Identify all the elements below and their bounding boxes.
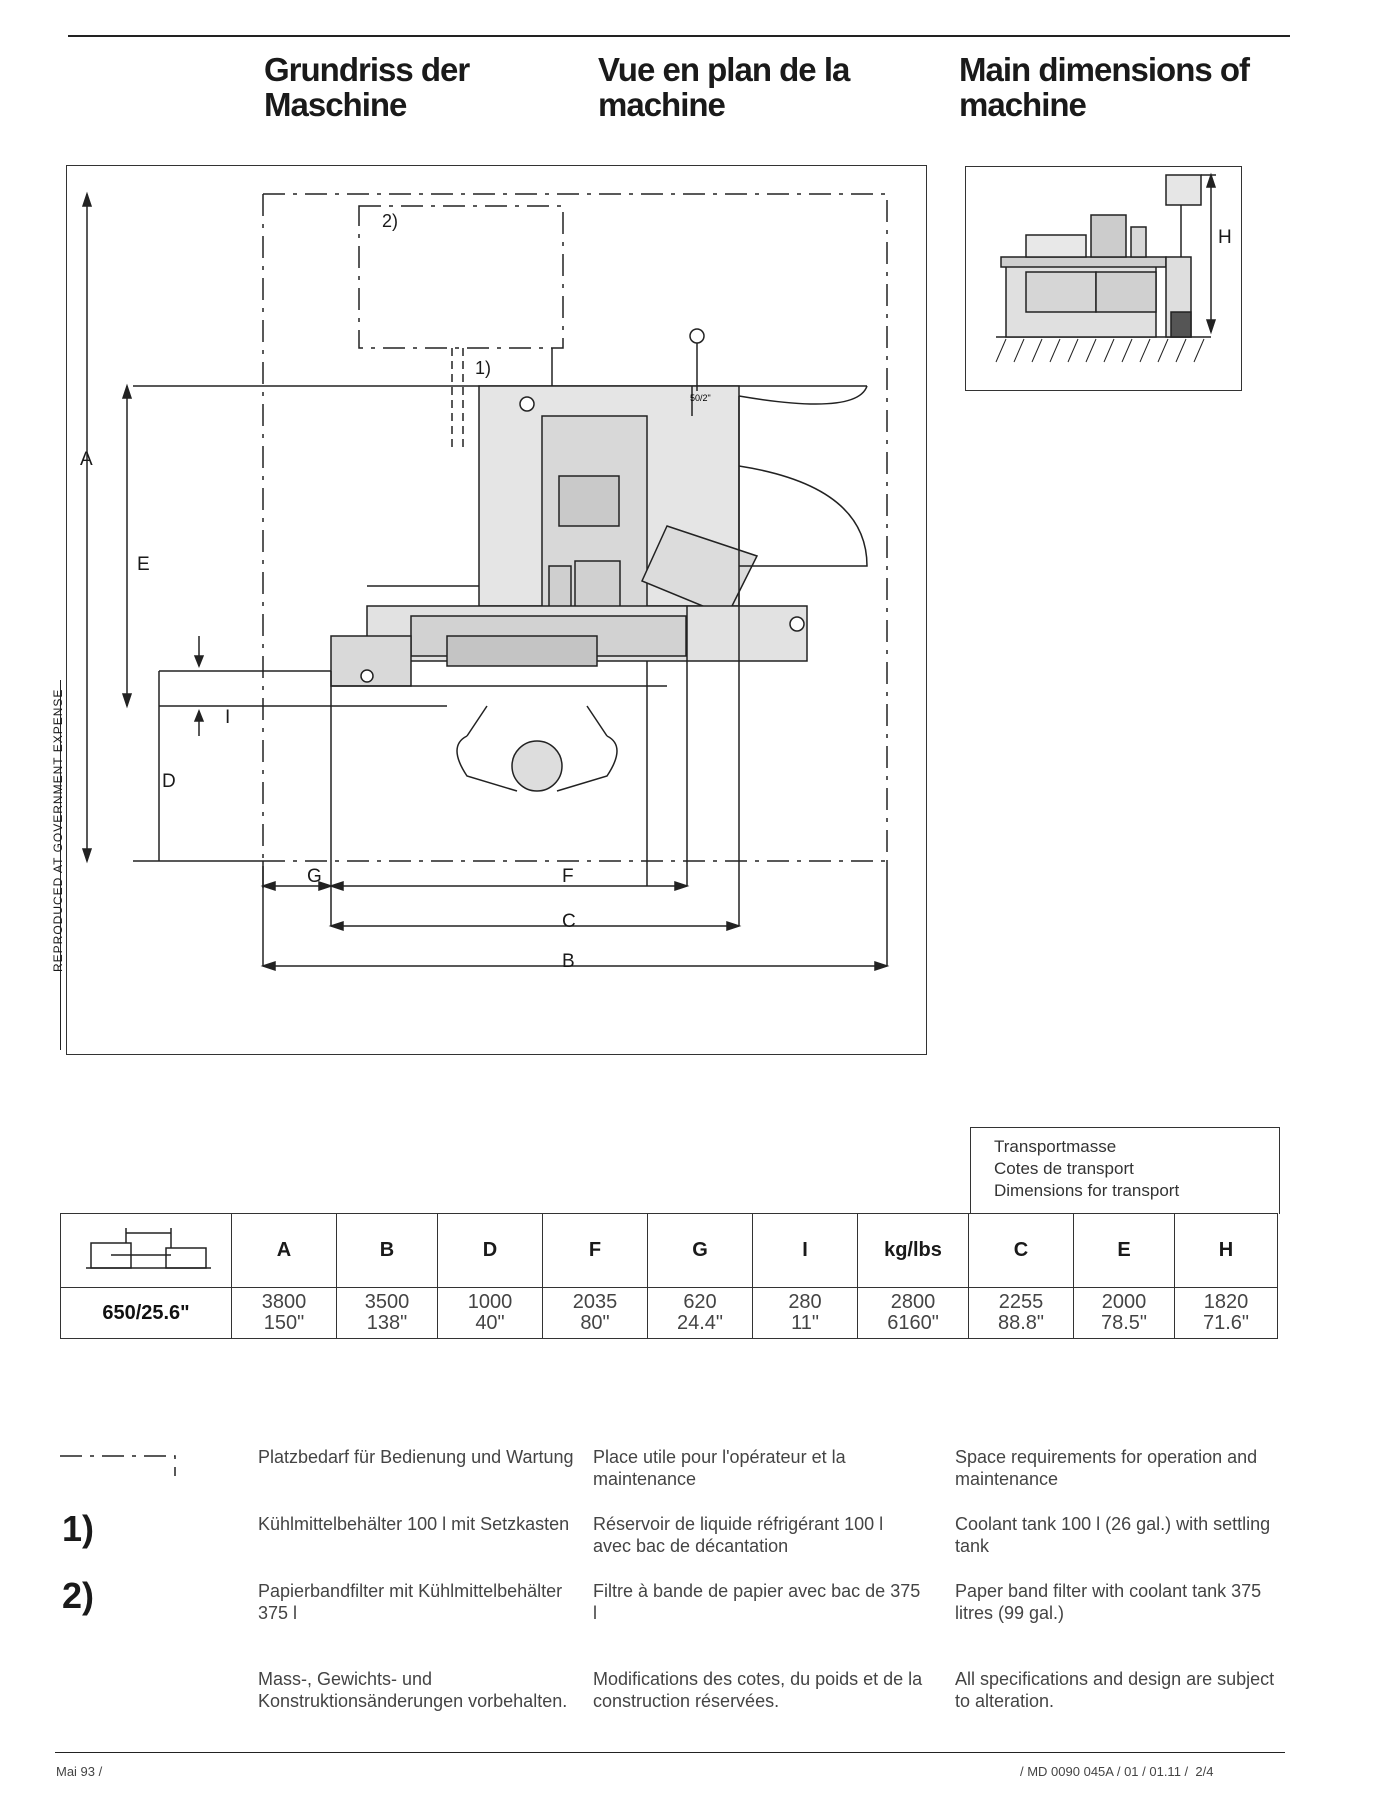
dim-label-b: B: [562, 951, 575, 972]
dim-label-d: D: [162, 771, 176, 792]
table-icon-cell: [60, 1213, 232, 1288]
bottom-rule: [55, 1752, 1285, 1753]
legend-3-fr: Modifications des cotes, du poids et de …: [593, 1669, 923, 1711]
dim-label-e: E: [137, 554, 150, 575]
small-dim-label: 50/2": [690, 393, 711, 403]
note-2-label: 2): [382, 211, 399, 231]
transport-en: Dimensions for transport: [994, 1181, 1180, 1200]
header-b: B: [336, 1213, 438, 1288]
header-a: A: [231, 1213, 337, 1288]
side-rule: [60, 680, 61, 1050]
legend-0-de: Platzbedarf für Bedienung und Wartung: [258, 1447, 574, 1467]
dim-label-g: G: [307, 866, 322, 887]
dim-label-a: A: [80, 449, 93, 470]
header-d: D: [437, 1213, 543, 1288]
plan-drawing: 50/2" A E D I G F C B 2) 1): [66, 165, 927, 1055]
dash-dot-legend-icon: [60, 1455, 176, 1476]
heading-en: Main dimensions of machine: [959, 51, 1250, 123]
plan-svg: 50/2": [81, 191, 890, 972]
top-rule: [68, 35, 1290, 37]
legend-0-en: Space requirements for operation and mai…: [955, 1447, 1258, 1489]
paper-filter-outline: [358, 205, 564, 349]
legend-2-en: Paper band filter with coolant tank 375 …: [955, 1581, 1262, 1623]
legend-symbol-2: 2): [62, 1575, 95, 1616]
footer-left: Mai 93 /: [56, 1764, 103, 1779]
space-boundary: [263, 193, 888, 861]
header-g: G: [647, 1213, 753, 1288]
transport-de: Transportmasse: [994, 1137, 1117, 1156]
side-note: REPRODUCED AT GOVERNMENT EXPENSE: [51, 688, 65, 972]
legend-0-fr: Place utile pour l'opérateur et la maint…: [593, 1447, 846, 1489]
legend-2-fr: Filtre à bande de papier avec bac de 375…: [593, 1581, 921, 1623]
table-dimension-icon: [86, 1227, 211, 1269]
heading-fr: Vue en plan de la machine: [598, 51, 850, 123]
table-header-row: A B D F G I kg/lbs C E H: [60, 1213, 1278, 1288]
legend-1-fr: Réservoir de liquide réfrigérant 100 l a…: [593, 1514, 884, 1556]
header-e: E: [1073, 1213, 1175, 1288]
legend-1-de: Kühlmittelbehälter 100 l mit Setzkasten: [258, 1514, 570, 1534]
legend-3-de: Mass-, Gewichts- und Konstruktionsänderu…: [258, 1669, 568, 1711]
elevation-svg: [995, 172, 1217, 363]
legend-1-en: Coolant tank 100 l (26 gal.) with settli…: [955, 1514, 1271, 1556]
note-1-label: 1): [475, 358, 492, 378]
transport-box: Transportmasse Cotes de transport Dimens…: [970, 1127, 1280, 1214]
header-f: F: [542, 1213, 648, 1288]
dim-label-f: F: [562, 866, 574, 887]
header-h: H: [1174, 1213, 1278, 1288]
dim-label-h: H: [1218, 227, 1232, 248]
legend-2-de: Papierbandfilter mit Kühlmittelbehälter …: [258, 1581, 563, 1623]
transport-fr: Cotes de transport: [994, 1159, 1134, 1178]
legend-symbol-1: 1): [62, 1508, 95, 1549]
elevation-drawing: H: [965, 166, 1242, 391]
model-cell: 650/25.6": [60, 1287, 232, 1339]
footer-right: / MD 0090 045A / 01 / 01.11 / 2/4: [1020, 1764, 1214, 1779]
header-c: C: [968, 1213, 1074, 1288]
legend-3-en: All specifications and design are subjec…: [955, 1669, 1275, 1711]
heading-de: Grundriss der Maschine: [264, 51, 470, 123]
dim-label-i: I: [225, 707, 231, 728]
header-i: I: [752, 1213, 858, 1288]
dim-label-c: C: [562, 911, 576, 932]
header-weight: kg/lbs: [857, 1213, 969, 1288]
